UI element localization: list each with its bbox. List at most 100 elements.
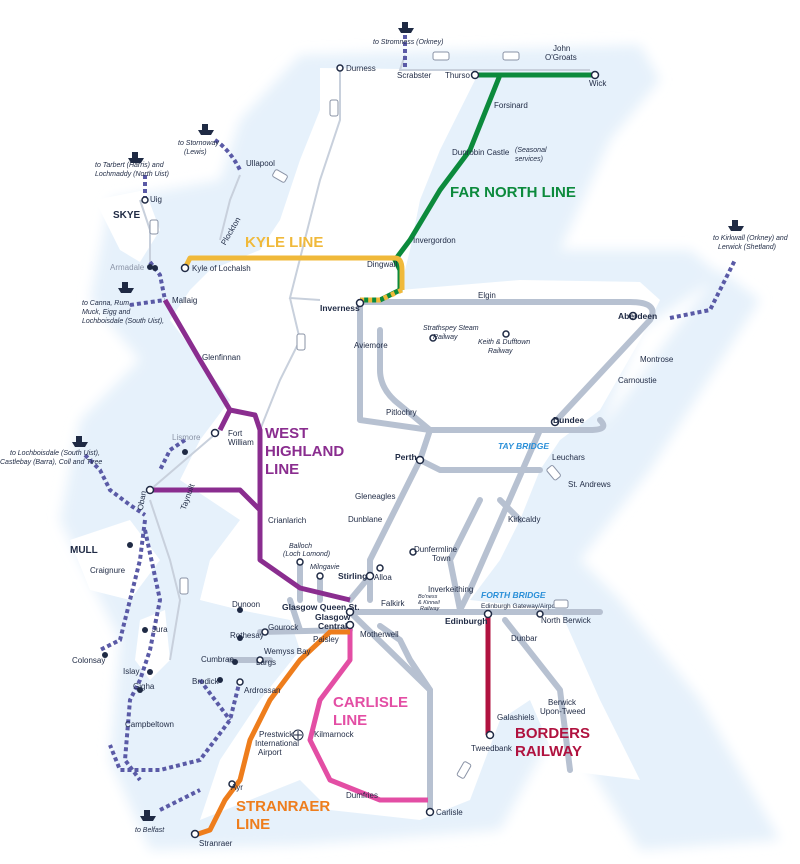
station-boness-1: Bo'ness	[418, 594, 438, 600]
station-balloch-1: Balloch	[289, 543, 312, 550]
ferry-tarbert-1: to Tarbert (Harris) and	[95, 162, 165, 169]
station-wick: Wick	[589, 79, 607, 88]
station-stirling: Stirling	[338, 571, 367, 581]
station-dunoon: Dunoon	[232, 600, 260, 609]
ferry-tarbert-2: Lochmaddy (North Uist)	[95, 171, 169, 178]
station-gleneagles: Gleneagles	[355, 492, 395, 501]
ferry-canna-1: to Canna, Rum,	[82, 300, 131, 307]
west-highland-title-3: LINE	[265, 461, 299, 478]
station-berwick-2: Upon-Tweed	[540, 707, 585, 716]
station-keith-1: Keith & Dufftown	[478, 339, 530, 346]
station-dunrobin-note-2: services)	[515, 156, 543, 163]
station-kilmarnock: Kilmarnock	[314, 730, 355, 739]
ferry-terminals	[102, 264, 243, 693]
station-largs: Largs	[256, 658, 276, 667]
station-gourock: Gourock	[268, 623, 299, 632]
station-ayr: Ayr	[231, 783, 243, 792]
station-edinburgh: Edinburgh	[445, 616, 488, 626]
station-labels: Thurso Wick John O'Groats Scrabster Durn…	[72, 44, 674, 848]
station-dundee: Dundee	[553, 415, 584, 425]
tay-bridge-label: TAY BRIDGE	[498, 441, 549, 451]
stranraer-title-2: LINE	[236, 816, 270, 833]
borders-title-2: RAILWAY	[515, 743, 582, 760]
ferry-stornoway-1: to Stornoway	[178, 140, 219, 147]
ship-icon	[728, 220, 744, 231]
station-forsinard: Forsinard	[494, 101, 528, 110]
station-balloch-2: (Loch Lomond)	[283, 551, 330, 558]
station-strathspey-1: Strathspey Steam	[423, 325, 479, 332]
station-uig: Uig	[150, 195, 162, 204]
station-galashiels: Galashiels	[497, 713, 534, 722]
carlisle-title-2: LINE	[333, 712, 367, 729]
ferry-lochboisdale-1: to Lochboisdale (South Uist),	[10, 450, 100, 457]
station-keith-2: Railway	[488, 348, 513, 355]
station-brodick: Brodick	[192, 677, 220, 686]
ferry-kirkwall-1: to Kirkwall (Orkney) and	[713, 235, 789, 242]
island-skye: SKYE	[113, 210, 141, 221]
station-ullapool: Ullapool	[246, 159, 275, 168]
kyle-line	[182, 255, 405, 303]
station-stranraer: Stranraer	[199, 839, 233, 848]
west-highland-title-2: HIGHLAND	[265, 443, 344, 460]
bus-icon	[553, 599, 569, 609]
carlisle-title-1: CARLISLE	[333, 694, 408, 711]
ship-icons	[72, 22, 744, 821]
national-network	[227, 299, 656, 813]
station-john-ogroats-2: O'Groats	[545, 53, 577, 62]
carlisle-line	[307, 625, 428, 803]
station-colonsay: Colonsay	[72, 656, 105, 665]
ferry-canna-2: Muck, Eigg and	[82, 309, 131, 316]
station-dunblane: Dunblane	[348, 515, 383, 524]
station-ardrossan: Ardrossan	[244, 686, 280, 695]
station-kirkcaldy: Kirkcaldy	[508, 515, 540, 524]
station-edinburgh-gateway: Edinburgh Gateway/Airport	[481, 603, 559, 610]
far-north-line-title: FAR NORTH LINE	[450, 184, 576, 201]
station-aberdeen: Aberdeen	[618, 311, 657, 321]
ship-icon	[198, 124, 214, 135]
ship-icon	[72, 436, 88, 447]
west-highland-title-1: WEST	[265, 425, 308, 442]
station-wemyss-bay: Wemyss Bay	[264, 647, 311, 656]
station-cumbrae: Cumbrae	[201, 655, 234, 664]
station-dumfries: Dumfries	[346, 791, 378, 800]
station-glasgow-queen-st: Glasgow Queen St.	[282, 602, 359, 612]
station-scrabster: Scrabster	[397, 71, 432, 80]
ferry-stromness: to Stromness (Orkney)	[373, 39, 443, 46]
bus-icon	[296, 333, 306, 351]
station-prestwick-3: Airport	[258, 748, 282, 757]
ferry-labels: to Stromness (Orkney) to Stornoway (Lewi…	[0, 39, 789, 834]
station-markers	[141, 64, 638, 839]
west-highland-line	[150, 298, 351, 603]
station-campbeltown: Campbeltown	[125, 720, 174, 729]
bus-icon	[329, 99, 339, 117]
station-invergordon: Invergordon	[413, 236, 456, 245]
station-aviemore: Aviemore	[354, 341, 388, 350]
station-prestwick-2: International	[255, 739, 299, 748]
station-berwick-1: Berwick	[548, 698, 577, 707]
station-falkirk: Falkirk	[381, 599, 406, 608]
station-boness-2: & Kinneil	[418, 600, 440, 606]
station-pitlochry: Pitlochry	[386, 408, 417, 417]
station-craignure: Craignure	[90, 566, 126, 575]
station-armadale: Armadale	[110, 263, 145, 272]
station-jura: Jura	[152, 625, 168, 634]
bus-icon	[546, 465, 561, 481]
station-elgin: Elgin	[478, 291, 496, 300]
station-crianlarich: Crianlarich	[268, 516, 306, 525]
station-dunfermline-2: Town	[432, 554, 451, 563]
station-motherwell: Motherwell	[360, 630, 399, 639]
kyle-line-title: KYLE LINE	[245, 234, 323, 251]
station-dingwall: Dingwall	[367, 260, 397, 269]
station-glenfinnan: Glenfinnan	[202, 353, 241, 362]
station-perth: Perth	[395, 452, 417, 462]
bus-icons	[149, 51, 569, 779]
station-rothesay: Rothesay	[230, 631, 264, 640]
bus-icon	[502, 51, 520, 61]
ferry-lochboisdale-2: Castlebay (Barra), Coll and Tiree	[0, 459, 102, 466]
station-islay: Islay	[123, 667, 139, 676]
station-inverness: Inverness	[320, 303, 360, 313]
station-john-ogroats-1: John	[553, 44, 570, 53]
bus-icon	[272, 169, 288, 183]
ferry-belfast: to Belfast	[135, 827, 165, 834]
